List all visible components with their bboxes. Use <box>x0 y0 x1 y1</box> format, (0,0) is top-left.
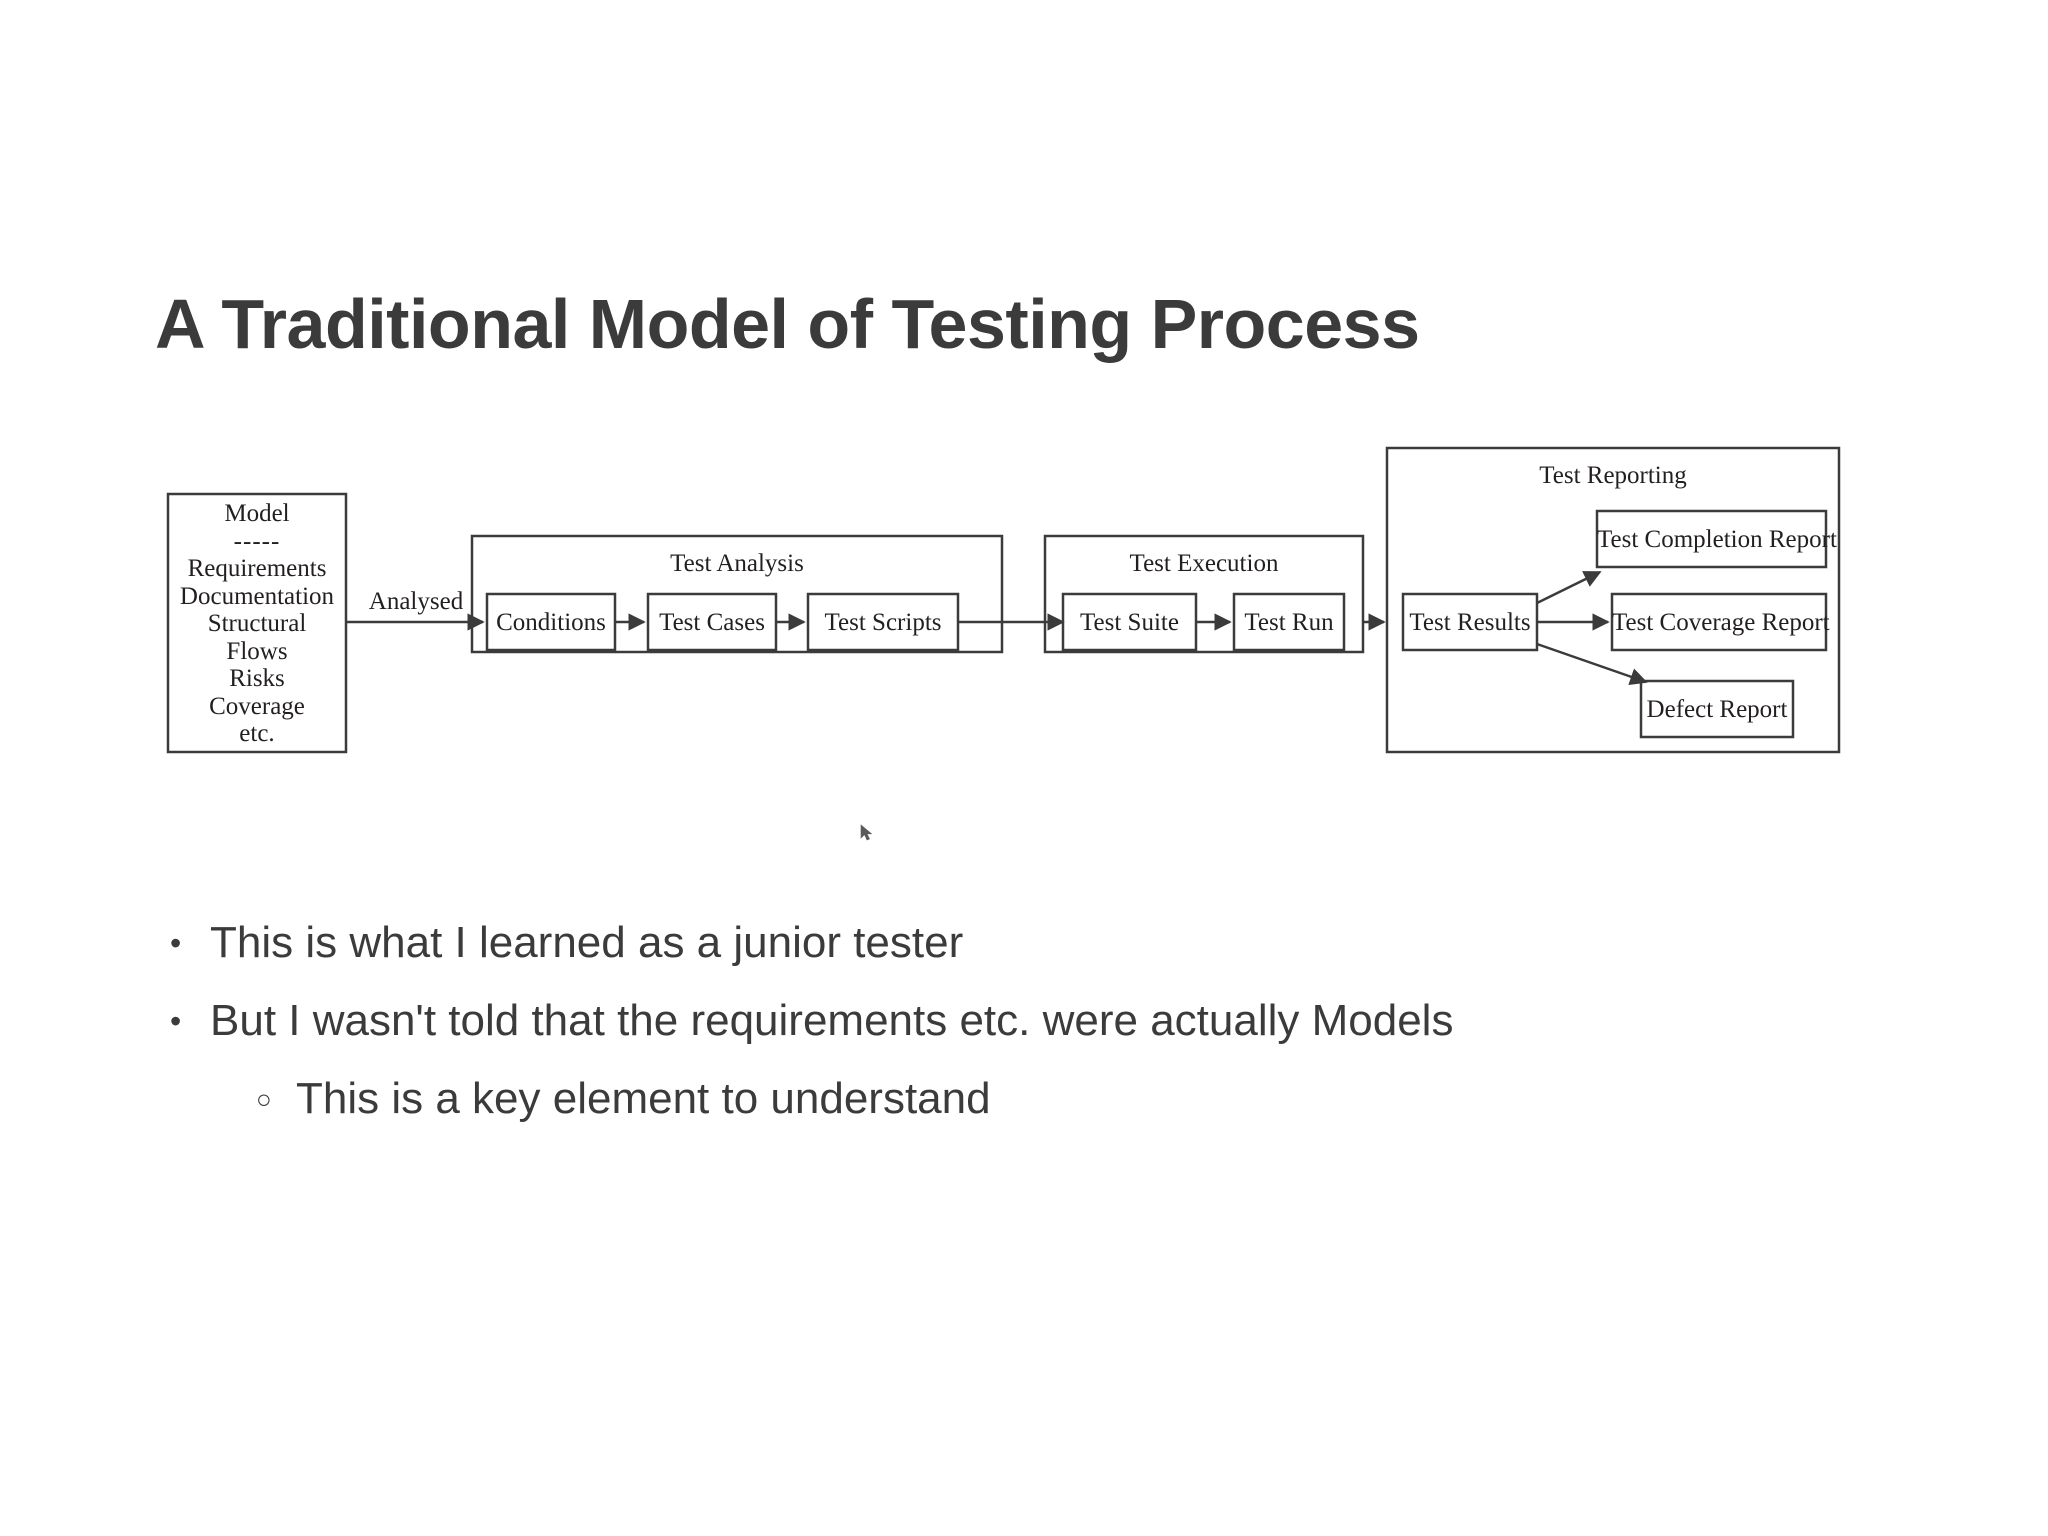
bullet-marker-disc: • <box>170 925 182 961</box>
test-analysis-group-title: Test Analysis <box>670 550 804 577</box>
model-box-item-flows: Flows <box>226 637 288 665</box>
test-reporting-group-frame <box>1385 446 1841 754</box>
node-test-completion-report-frame <box>1595 509 1828 569</box>
node-test-cases-frame <box>646 592 778 652</box>
bullet-item-1: • This is what I learned as a junior tes… <box>170 905 1970 981</box>
node-label-defect-report: Defect Report <box>1646 696 1788 723</box>
edge-results-to-defect <box>1536 642 1648 686</box>
model-box-title: Model <box>224 500 290 527</box>
model-box-separator: ----- <box>233 527 281 555</box>
model-box-item-etc: etc. <box>239 720 275 747</box>
node-test-suite-frame <box>1061 592 1198 652</box>
model-box-item-structural: Structural <box>207 610 307 637</box>
test-reporting-group-title: Test Reporting <box>1539 462 1687 489</box>
node-test-scripts-frame <box>806 592 960 652</box>
node-label-test-results: Test Results <box>1409 609 1531 636</box>
node-label-conditions: Conditions <box>496 609 606 636</box>
node-label-test-run: Test Run <box>1244 609 1334 636</box>
model-box-item-coverage: Coverage <box>209 692 305 720</box>
node-label-test-cases: Test Cases <box>659 609 765 636</box>
model-box-item-documentation: Documentation <box>179 582 335 610</box>
node-label-test-suite: Test Suite <box>1080 609 1179 636</box>
node-test-coverage-report-frame <box>1610 592 1828 652</box>
model-box-frame <box>166 492 348 754</box>
test-analysis-group-frame <box>470 534 1004 654</box>
test-execution-group-frame <box>1043 534 1365 654</box>
model-box-text: Model ----- Requirements Documentation S… <box>168 500 346 748</box>
bullet-marker-circle: ○ <box>256 1084 272 1114</box>
bullet-list: • This is what I learned as a junior tes… <box>170 905 1970 1137</box>
bullet-marker-disc: • <box>170 1003 182 1039</box>
node-label-test-coverage-report: Test Coverage Report <box>1612 609 1830 636</box>
cursor-arrow-icon <box>860 824 873 841</box>
node-label-test-completion-report: Test Completion Report <box>1597 526 1837 553</box>
node-test-run-frame <box>1232 592 1346 652</box>
node-label-test-scripts: Test Scripts <box>824 609 942 636</box>
page-title: A Traditional Model of Testing Process <box>155 285 1420 363</box>
bullet-text-1: This is what I learned as a junior teste… <box>210 918 964 967</box>
model-box-item-risks: Risks <box>229 665 285 692</box>
node-defect-report-frame <box>1639 679 1795 739</box>
node-conditions-frame <box>485 592 617 652</box>
bullet-text-2: But I wasn't told that the requirements … <box>210 996 1454 1045</box>
node-test-results-frame <box>1401 592 1539 652</box>
bullet-item-2: • But I wasn't told that the requirement… <box>170 983 1970 1059</box>
edge-results-to-completion <box>1536 570 1602 605</box>
bullet-text-3: This is a key element to understand <box>296 1074 991 1123</box>
test-execution-group-title: Test Execution <box>1129 550 1279 577</box>
bullet-item-3: ○ This is a key element to understand <box>256 1061 1970 1137</box>
mouse-cursor-icon <box>860 824 874 844</box>
edge-label-analysed: Analysed <box>368 588 464 615</box>
model-box-item-requirements: Requirements <box>187 555 327 582</box>
